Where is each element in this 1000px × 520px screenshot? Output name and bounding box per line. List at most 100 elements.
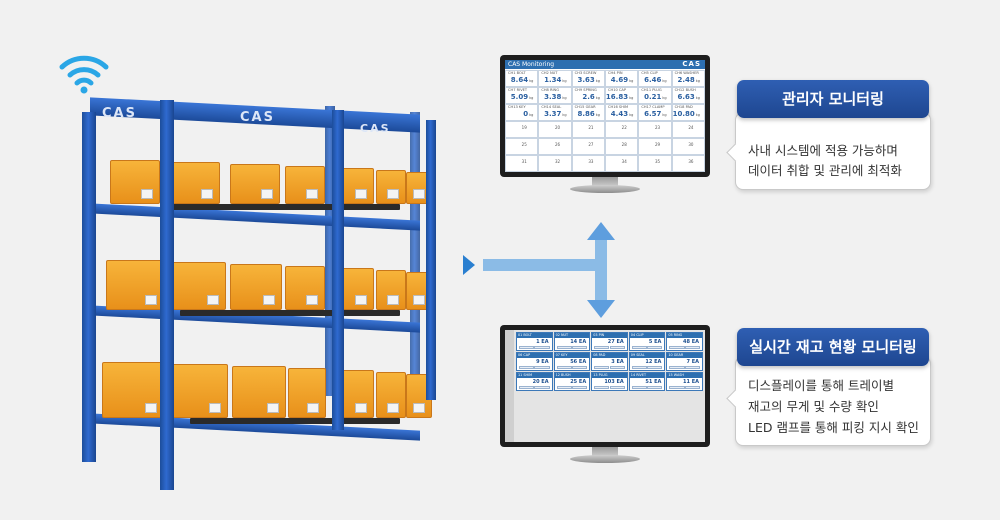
tile-button[interactable] [631, 346, 648, 349]
tile-name: 15 WASH [667, 373, 702, 378]
tile-button[interactable] [669, 366, 685, 369]
admin-empty-cell: 21 [571, 121, 605, 138]
cell-name: CH1 BOLT [508, 71, 526, 75]
cell-name: CH6 WASHER [674, 71, 699, 75]
cell-name: CH17 CLAMP [641, 105, 665, 109]
cell-number: 29 [654, 142, 661, 147]
cell-value: 16.83kg [605, 93, 634, 101]
tile-button[interactable] [647, 346, 663, 349]
tile-name: 10 GEAR [667, 353, 702, 358]
admin-empty-cell: 31 [505, 155, 539, 172]
tile-button[interactable] [519, 366, 535, 369]
tile-button[interactable] [609, 386, 625, 389]
tile-value: 56 EA [570, 359, 587, 365]
tile-button[interactable] [631, 386, 648, 389]
realtime-callout-line: LED 램프를 통해 피킹 지시 확인 [748, 420, 919, 435]
tile-button[interactable] [684, 386, 700, 389]
tile-name: 08 PAD [592, 353, 627, 358]
tile-button[interactable] [571, 366, 588, 369]
cell-number: 31 [521, 159, 527, 164]
cell-number: 25 [521, 142, 527, 147]
admin-callout-title: 관리자 모니터링 [737, 80, 929, 118]
cell-name: CH14 SEAL [541, 105, 562, 109]
cell-number: 36 [688, 159, 694, 164]
tile-name: 11 SHIM [517, 373, 552, 378]
tile-button[interactable] [669, 386, 685, 389]
cell-number: 22 [621, 125, 627, 130]
tile-button[interactable] [609, 366, 625, 369]
tile-button[interactable] [684, 346, 700, 349]
rack-logo-left: CAS [102, 106, 137, 121]
admin-callout-line: 데이터 취합 및 관리에 최적화 [748, 163, 902, 178]
tile-button[interactable] [669, 346, 685, 349]
tile-button[interactable] [571, 386, 588, 389]
cell-number: 34 [621, 159, 627, 164]
tile-button[interactable] [571, 346, 588, 349]
tile-button[interactable] [594, 366, 610, 369]
cell-value: 5.09kg [510, 93, 534, 101]
tile-button[interactable] [519, 346, 535, 349]
admin-empty-cell: 33 [571, 155, 605, 172]
realtime-callout-box: 디스플레이를 통해 트레이별 재고의 무게 및 수량 확인 LED 램프를 통해… [735, 356, 931, 446]
cell-number: 30 [688, 142, 694, 147]
cell-value: 3.63kg [577, 76, 600, 84]
tile-button[interactable] [556, 386, 572, 389]
tile-name: 09 SEAL [629, 353, 665, 358]
tile-name: 04 CLIP [629, 333, 665, 338]
cell-name: CH12 BUSH [674, 88, 696, 92]
tile-value: 27 EA [607, 339, 624, 345]
cell-value: 0kg [523, 110, 534, 118]
tile-button[interactable] [534, 346, 550, 349]
tile-value: 103 EA [604, 379, 624, 385]
tile-value: 7 EA [686, 359, 699, 365]
tile-button[interactable] [556, 346, 572, 349]
cell-name: CH11 PLUG [641, 88, 662, 92]
tile-button[interactable] [534, 366, 550, 369]
tile-button[interactable] [519, 386, 535, 389]
tile-name: 01 BOLT [517, 333, 552, 338]
tile-button[interactable] [594, 386, 610, 389]
cell-number: 24 [688, 125, 694, 130]
admin-empty-cell: 19 [505, 121, 539, 138]
admin-screen-brand: CAS [682, 60, 701, 68]
tile-button[interactable] [684, 366, 700, 369]
tile-button[interactable] [647, 386, 663, 389]
realtime-screen-sidebar [505, 330, 514, 442]
tile-button[interactable] [609, 346, 625, 349]
cell-value: 3.37kg [544, 110, 567, 118]
tile-button[interactable] [556, 366, 572, 369]
cell-value: 4.43kg [610, 110, 634, 118]
admin-empty-cell: 23 [638, 121, 672, 138]
tile-value: 9 EA [536, 359, 549, 365]
tile-button[interactable] [631, 366, 648, 369]
admin-empty-cell: 34 [605, 155, 639, 172]
tile-button[interactable] [594, 346, 610, 349]
realtime-callout-title: 실시간 재고 현황 모니터링 [737, 328, 929, 366]
cell-name: CH2 NUT [541, 71, 558, 75]
admin-empty-cell: 25 [505, 138, 539, 155]
cell-name: CH10 CAP [608, 88, 627, 92]
tile-button[interactable] [534, 386, 550, 389]
tile-button[interactable] [647, 366, 663, 369]
cell-value: 0.21kg [644, 93, 667, 101]
